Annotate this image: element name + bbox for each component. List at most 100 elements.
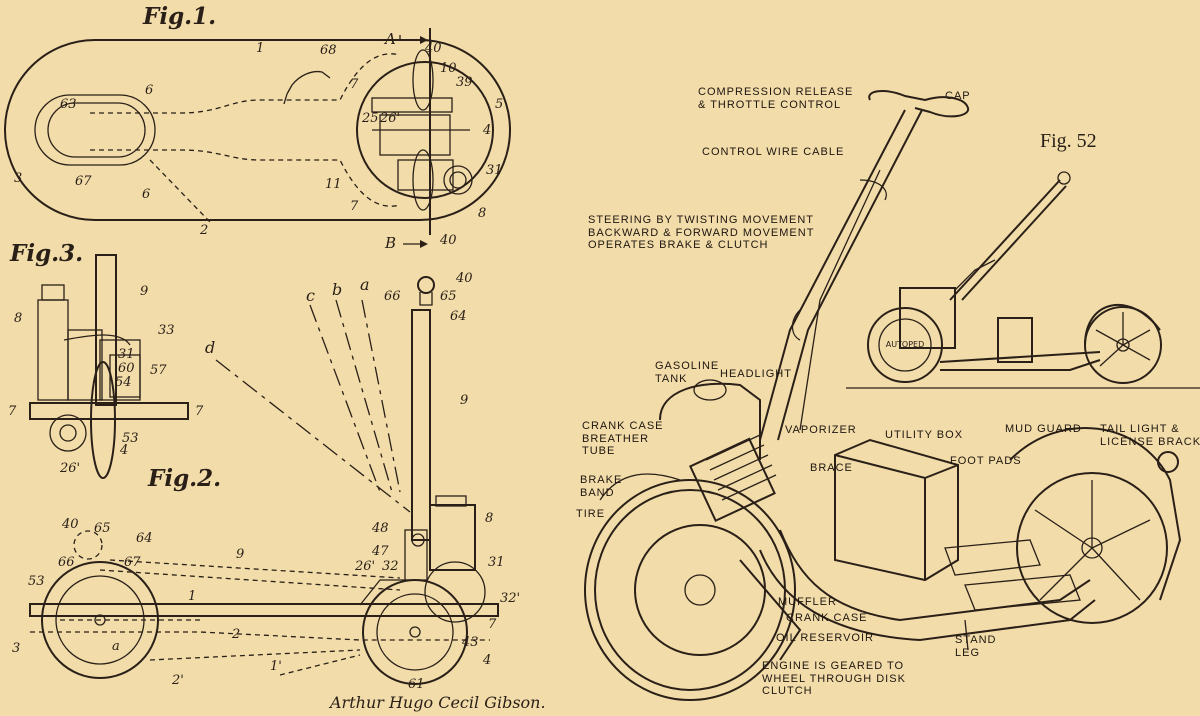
main-scooter-drawing [584, 90, 1182, 701]
ref-num: 40 [456, 271, 473, 286]
callout-engine-geared: ENGINE IS GEARED TO WHEEL THROUGH DISK C… [762, 660, 906, 698]
ref-num: 2 [232, 627, 241, 642]
ref-num: 6 [145, 83, 154, 98]
ref-num: 7 [350, 77, 359, 92]
ref-num: 31 [488, 555, 505, 570]
callout-brace: BRACE [810, 462, 853, 474]
ref-num: 7 [488, 617, 497, 632]
fig2-title: Fig.2. [148, 465, 222, 492]
ref-num: 9 [140, 284, 149, 299]
ref-num: 7 [350, 199, 359, 214]
ref-num: 26' [380, 111, 401, 126]
ref-num: 43 [462, 635, 479, 650]
ref-num: 67 [124, 555, 141, 570]
ref-num: 3 [12, 641, 21, 656]
callout-control-wire: CONTROL WIRE CABLE [702, 146, 845, 158]
inset-logo-text: AUTOPED [886, 340, 925, 349]
ref-letter: c [306, 286, 315, 305]
ref-num: 25 [362, 111, 379, 126]
ref-num: 7 [8, 404, 17, 419]
ref-num: 9 [236, 547, 245, 562]
callout-tail-light: TAIL LIGHT & LICENSE BRACKET [1100, 423, 1200, 448]
ref-num: 1' [270, 659, 282, 674]
callout-brake-band: BRAKE BAND [580, 474, 623, 499]
ref-num: 10 [440, 61, 457, 76]
callout-headlight: HEADLIGHT [720, 368, 792, 380]
ref-num: 4 [483, 123, 492, 138]
ref-num: 7 [195, 404, 204, 419]
ref-letter: b [332, 280, 343, 299]
ref-num: 32' [500, 591, 521, 606]
ref-num: 40 [62, 517, 79, 532]
ref-letter: d [205, 338, 216, 357]
callout-foot-pads: FOOT PADS [950, 455, 1022, 467]
ref-num: 54 [115, 375, 132, 390]
ref-num: 26' [355, 559, 376, 574]
ref-num: 66 [384, 289, 401, 304]
ref-num: 53 [122, 431, 139, 446]
ref-num: 4 [483, 653, 492, 668]
fig3-title: Fig.3. [10, 240, 84, 267]
callout-vaporizer: VAPORIZER [785, 424, 857, 436]
ref-num: 1 [256, 41, 265, 56]
ref-num: 65 [94, 521, 111, 536]
ref-num: 2' [172, 673, 184, 688]
callout-mud-guard: MUD GUARD [1005, 423, 1082, 435]
section-marker-b: B [385, 234, 397, 252]
ref-num: 53 [28, 574, 45, 589]
callout-cap: CAP [945, 90, 971, 102]
callout-stand-leg: STAND LEG [955, 634, 997, 659]
ref-num: 8 [478, 206, 487, 221]
ref-letter: a [360, 275, 370, 294]
ref-num: 64 [450, 309, 467, 324]
ref-num: 31 [118, 347, 135, 362]
ref-num: 68 [320, 43, 337, 58]
ref-num: 8 [14, 311, 23, 326]
ref-num: 31 [486, 163, 503, 178]
fig3-drawing [29, 254, 189, 479]
ref-num: 57 [150, 363, 167, 378]
ref-num: 67 [75, 174, 92, 189]
ref-num: 9 [460, 393, 469, 408]
ref-num: 4 [120, 443, 129, 458]
fig1-title: Fig.1. [143, 3, 217, 30]
fig52-drawing: AUTOPED [867, 171, 1162, 384]
ref-num: 47 [372, 544, 389, 559]
ref-num: 65 [440, 289, 457, 304]
ref-num: 61 [408, 677, 425, 692]
callout-compression-release: COMPRESSION RELEASE & THROTTLE CONTROL [698, 86, 854, 111]
ref-num: 32 [382, 559, 399, 574]
ref-num: 63 [60, 97, 77, 112]
ref-num: 39 [456, 75, 473, 90]
callout-crank-case: CRANK CASE [786, 612, 868, 624]
callout-utility-box: UTILITY BOX [885, 429, 964, 441]
ref-num: 48 [372, 521, 389, 536]
ref-num: 6 [142, 187, 151, 202]
callout-muffler: MUFFLER [778, 596, 837, 608]
fig2-drawing [29, 276, 499, 685]
callout-crankcase-breather: CRANK CASE BREATHER TUBE [582, 420, 664, 458]
callout-oil-reservoir: OIL RESERVOIR [776, 632, 874, 644]
ref-num: 1 [188, 589, 197, 604]
ref-num: 11 [325, 177, 342, 192]
fig52-title: Fig. 52 [1040, 130, 1097, 152]
section-arrows [403, 36, 428, 248]
ref-num: 26' [60, 461, 81, 476]
ref-num: 5 [495, 97, 504, 112]
ref-num: 8 [485, 511, 494, 526]
ref-num: 3 [14, 171, 23, 186]
ref-num: 64 [136, 531, 153, 546]
fig1-drawing [4, 28, 511, 235]
ref-num: 40 [425, 41, 442, 56]
ref-num: 66 [58, 555, 75, 570]
callout-tire: TIRE [576, 508, 606, 520]
section-marker-a: A [385, 30, 396, 48]
ref-num: 60 [118, 361, 135, 376]
ref-num: 2 [200, 223, 209, 238]
callout-gasoline-tank: GASOLINE TANK [655, 360, 720, 385]
ref-num: a [112, 639, 120, 654]
ref-num: 33 [158, 323, 175, 338]
inventor-signature: Arthur Hugo Cecil Gibson. [330, 693, 546, 712]
